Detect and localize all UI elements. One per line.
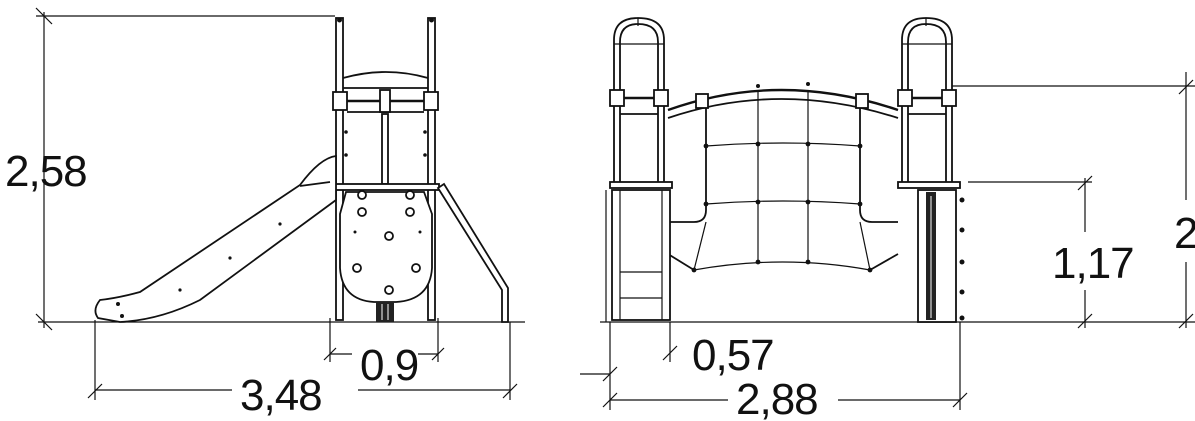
side-slide	[94, 154, 337, 323]
front-clamp	[855, 93, 869, 109]
front-net-right-pole	[859, 108, 898, 223]
side-climbing-panel	[339, 191, 433, 303]
front-height-label: 2	[1174, 209, 1195, 258]
side-bolt	[418, 230, 422, 234]
side-hold	[405, 190, 415, 200]
side-clamp-left	[332, 91, 348, 111]
side-bolt	[423, 153, 427, 157]
front-right-climb-panel	[917, 189, 957, 323]
front-width-label: 2,88	[736, 375, 818, 421]
side-bolt	[278, 222, 282, 226]
side-bolt	[353, 230, 357, 234]
side-clamp-right	[423, 91, 439, 111]
side-bolt	[120, 314, 124, 318]
front-left-ladder-panel	[611, 189, 671, 321]
front-climbing-net	[667, 82, 899, 273]
side-center-pole	[381, 113, 389, 185]
front-platform-height-label: 1,17	[1052, 239, 1134, 288]
front-clamp	[941, 89, 957, 107]
front-left-platform	[609, 181, 673, 189]
side-height-label: 2,58	[5, 147, 87, 196]
front-clamp	[609, 89, 625, 107]
side-width-label: 0,9	[360, 341, 418, 390]
side-hold	[411, 263, 421, 273]
side-base-block	[376, 302, 394, 322]
side-post-cap-left	[337, 17, 342, 23]
side-slide-edge	[299, 181, 331, 187]
side-bolt	[344, 153, 348, 157]
side-hold	[384, 231, 394, 241]
side-length-label: 3,48	[240, 371, 322, 420]
front-clamp	[897, 89, 913, 107]
side-hold	[352, 263, 362, 273]
side-bolt	[423, 130, 427, 134]
front-net-left-pole	[668, 108, 707, 223]
side-hold	[384, 285, 394, 295]
side-roof-arch	[342, 71, 429, 79]
front-right-platform	[897, 181, 961, 189]
side-center-knob	[379, 89, 391, 113]
front-view: 0,57 2,88 1,17 2	[580, 17, 1195, 421]
front-clamp	[653, 89, 669, 107]
side-height-tick-top	[35, 7, 53, 25]
side-hold	[357, 207, 367, 217]
side-height-tick-bottom	[35, 313, 53, 331]
side-bolt	[344, 130, 348, 134]
side-rear-rail	[436, 182, 509, 323]
side-bolt	[178, 288, 182, 292]
side-platform-deck	[332, 183, 440, 191]
side-hold	[357, 190, 367, 200]
side-bolt	[228, 256, 232, 260]
side-bolt	[116, 302, 120, 306]
front-left-arch-inner	[619, 23, 659, 185]
side-view: 2,58 0,9 3,48	[5, 7, 525, 420]
side-hold	[405, 207, 415, 217]
front-clamp	[695, 93, 709, 109]
side-post-cap-right	[429, 17, 434, 23]
front-net-offset-label: 0,57	[692, 331, 774, 380]
front-right-arch-inner	[907, 23, 947, 185]
